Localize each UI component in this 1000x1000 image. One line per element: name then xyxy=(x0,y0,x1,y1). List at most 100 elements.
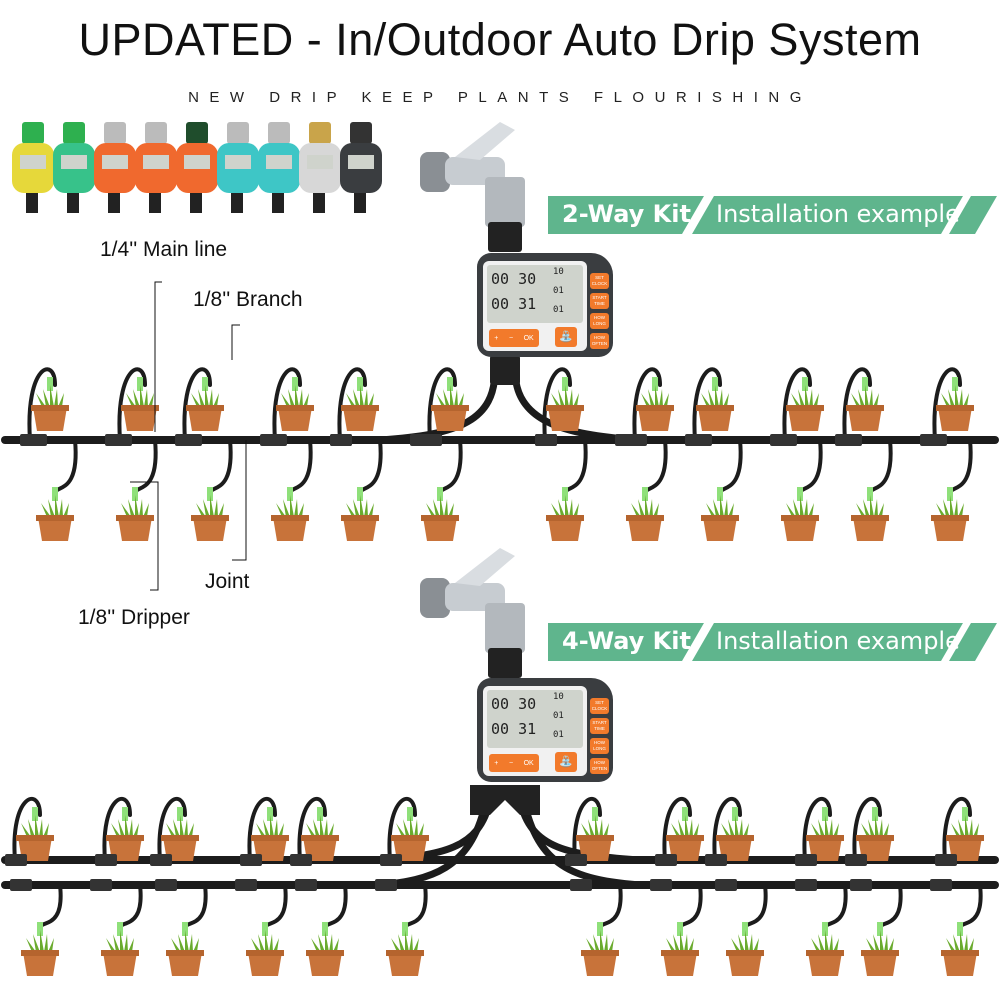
leaf xyxy=(969,819,973,837)
pot xyxy=(193,517,227,541)
branch-tube xyxy=(438,438,463,495)
plus-button[interactable]: + xyxy=(494,334,499,342)
leaf xyxy=(106,938,116,952)
adjust-keypad[interactable]: + − OK xyxy=(489,754,539,772)
potted-plant xyxy=(655,796,704,866)
main-line-label: 1/4'' Main line xyxy=(100,238,228,261)
leaf xyxy=(433,499,440,517)
joint xyxy=(240,854,262,866)
leaf xyxy=(256,823,266,837)
how-long-button[interactable]: HOW LONG xyxy=(590,313,609,329)
pot xyxy=(548,517,582,541)
dripper-label: 1/8'' Dripper xyxy=(78,606,190,629)
leaf xyxy=(35,815,39,837)
how-often-button[interactable]: HOW OFTEN xyxy=(590,758,609,774)
joint-leader xyxy=(232,440,247,561)
kit-banner-2-way: 2-Way Kit Installation example xyxy=(548,194,998,236)
dripper xyxy=(407,807,413,821)
branch-tube xyxy=(183,883,208,930)
branch-tube xyxy=(823,883,848,930)
leaf xyxy=(258,934,265,952)
joint xyxy=(615,434,637,446)
branch-tube xyxy=(712,796,742,862)
pot xyxy=(433,407,467,431)
joint xyxy=(930,879,952,891)
subtitle: NEW DRIP KEEP PLANTS FLOURISHING xyxy=(188,89,812,106)
leaf xyxy=(720,495,724,517)
dripper xyxy=(642,487,648,501)
dripper xyxy=(207,487,213,501)
potted-plant xyxy=(95,796,144,866)
leaf xyxy=(144,389,148,407)
how-often-button[interactable]: HOW OFTEN xyxy=(590,333,609,349)
branch-tube xyxy=(852,796,882,862)
dripper xyxy=(267,807,273,821)
dripper xyxy=(262,922,268,936)
manual-water-button[interactable]: ⛲ xyxy=(555,327,577,347)
plus-button[interactable]: + xyxy=(494,759,499,767)
dripper xyxy=(562,487,568,501)
leaf xyxy=(290,495,294,517)
leaf xyxy=(55,495,59,517)
leaf xyxy=(353,389,360,407)
potted-plant xyxy=(375,879,428,976)
start-time-button[interactable]: START TIME xyxy=(590,293,609,309)
leaf xyxy=(368,503,374,517)
potted-plant xyxy=(410,434,463,541)
dripper xyxy=(947,487,953,501)
branch-tube xyxy=(942,796,972,862)
leaf xyxy=(588,819,595,837)
leaf xyxy=(719,389,723,407)
leaf xyxy=(111,823,121,837)
joint xyxy=(155,879,177,891)
main-line-leader xyxy=(154,281,162,432)
dripper xyxy=(402,922,408,936)
start-time-button[interactable]: START TIME xyxy=(590,718,609,734)
set-clock-button[interactable]: SET CLOCK xyxy=(590,273,609,289)
leaf xyxy=(21,823,31,837)
leaf xyxy=(205,385,209,407)
leaf xyxy=(118,819,125,837)
ok-button[interactable]: OK xyxy=(523,334,534,342)
leaf xyxy=(180,815,184,837)
leaf xyxy=(573,503,579,517)
leaf xyxy=(641,393,651,407)
leaf xyxy=(958,819,965,837)
dripper xyxy=(202,377,208,391)
how-long-button[interactable]: HOW LONG xyxy=(590,738,609,754)
leaf xyxy=(410,815,414,837)
leaf xyxy=(851,393,861,407)
potted-plant xyxy=(570,879,623,976)
leaf xyxy=(409,934,413,952)
dripper xyxy=(652,377,658,391)
pot xyxy=(33,407,67,431)
leaf xyxy=(856,503,866,517)
dripper xyxy=(137,377,143,391)
leaf xyxy=(43,823,49,837)
branch-tube xyxy=(27,367,57,442)
leaf xyxy=(59,499,63,517)
set-clock-button[interactable]: SET CLOCK xyxy=(590,698,609,714)
adjust-keypad[interactable]: + − OK xyxy=(489,329,539,347)
leaf xyxy=(586,938,596,952)
potted-plant xyxy=(290,796,339,866)
branch-tube xyxy=(718,438,743,495)
potted-plant xyxy=(565,796,614,866)
pot xyxy=(938,407,972,431)
ok-button[interactable]: OK xyxy=(523,759,534,767)
leaf xyxy=(593,934,600,952)
faucet xyxy=(420,122,525,252)
leaf xyxy=(346,503,356,517)
kit-name: 4-Way Kit xyxy=(562,627,691,655)
leaf xyxy=(715,385,719,407)
leaf xyxy=(685,815,689,837)
leaf xyxy=(50,385,54,407)
minus-button[interactable]: − xyxy=(508,334,514,342)
minus-button[interactable]: − xyxy=(508,759,514,767)
leaf xyxy=(868,819,875,837)
manual-water-button[interactable]: ⛲ xyxy=(555,752,577,772)
leaf xyxy=(958,503,964,517)
joint xyxy=(330,434,352,446)
dripper xyxy=(952,377,958,391)
